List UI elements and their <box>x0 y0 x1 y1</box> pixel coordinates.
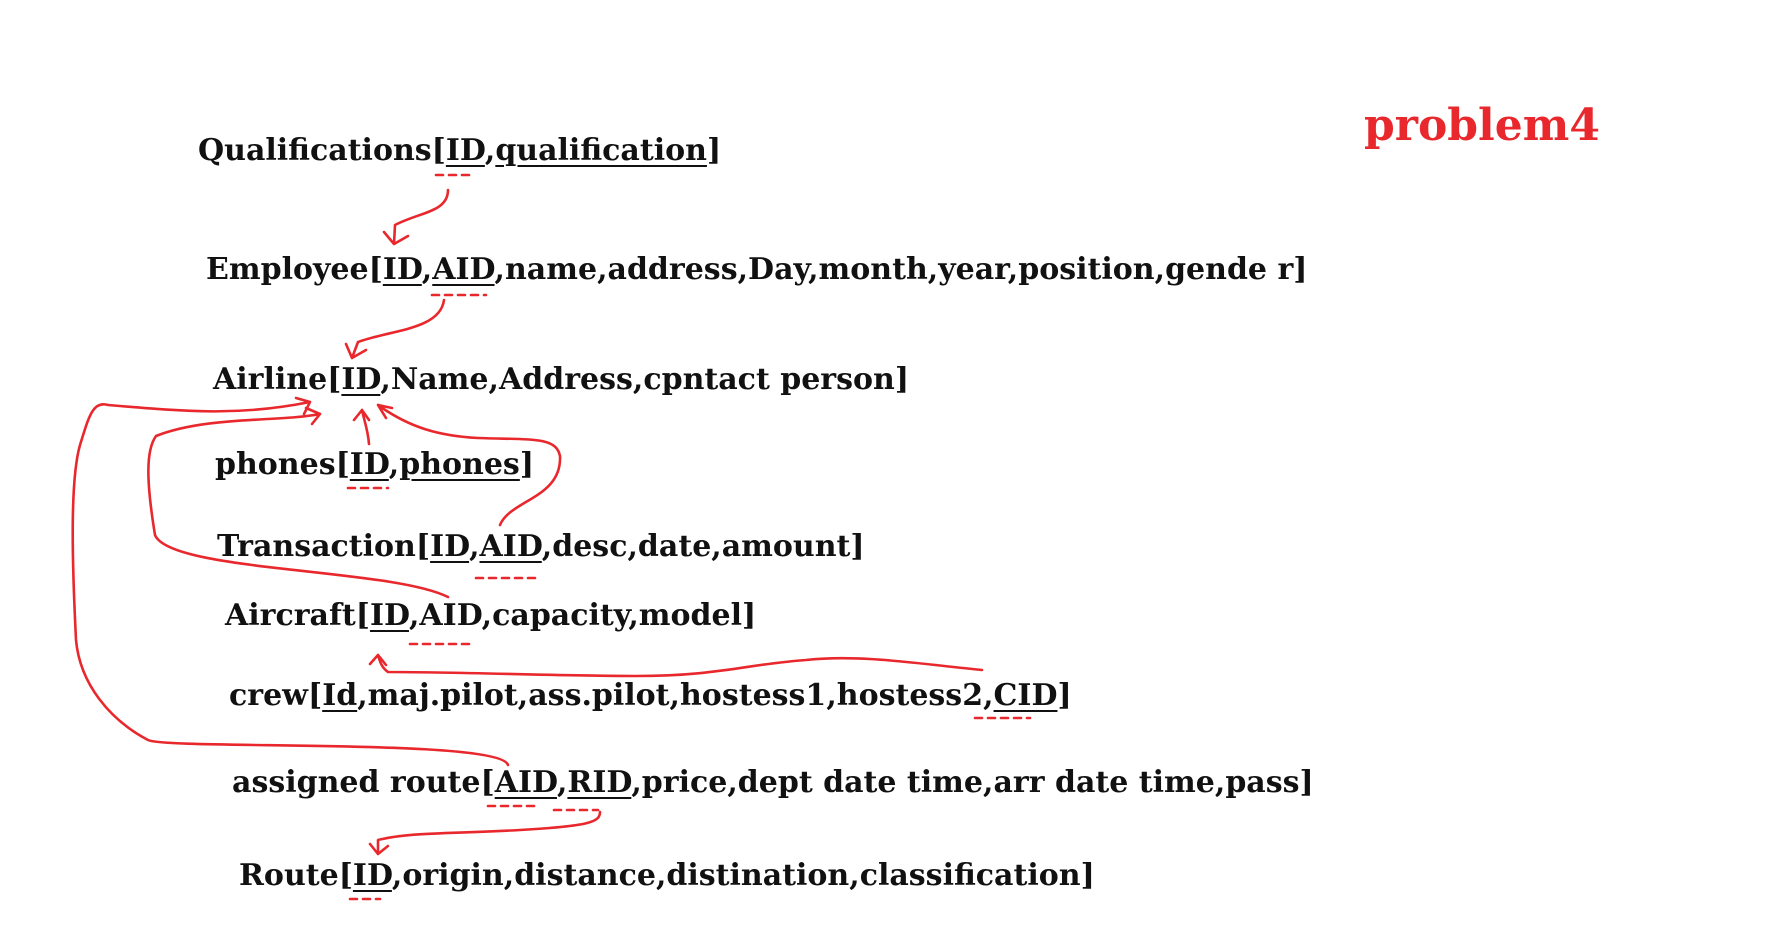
attribute-distination: distination <box>666 858 850 893</box>
attribute-name: Name <box>390 362 489 397</box>
attribute-aid: AID <box>479 529 542 564</box>
arrow-employee-airline <box>344 298 446 360</box>
attribute-id: ID <box>445 133 485 168</box>
attribute-dept-date-time: dept date time <box>737 765 984 800</box>
attribute-origin: origin <box>402 858 504 893</box>
attribute-id: ID <box>382 252 422 287</box>
relation-route: Route[ID,origin,distance,distination,cla… <box>239 858 1095 893</box>
relation-crew: crew[Id,maj.pilot,ass.pilot,hostess1,hos… <box>229 678 1072 713</box>
attribute-date: date <box>637 529 712 564</box>
relation-aircraft: Aircraft[ID,AID,capacity,model] <box>225 598 757 633</box>
arrow-qualifications-employee <box>382 188 450 246</box>
relation-name: assigned route <box>232 765 481 800</box>
attribute-qualification: qualification <box>495 133 707 168</box>
attribute-id: ID <box>341 362 381 397</box>
attribute-hostess1: hostess1 <box>680 678 827 713</box>
relation-name: Employee <box>206 252 369 287</box>
attribute-month: month <box>818 252 928 287</box>
relation-name: Transaction <box>217 529 416 564</box>
attribute-rid: RID <box>567 765 632 800</box>
attribute-cid: CID <box>993 678 1058 713</box>
attribute-arr-date-time: arr date time <box>993 765 1215 800</box>
attribute-aid: AID <box>494 765 557 800</box>
attribute-price: price <box>641 765 728 800</box>
relation-transaction: Transaction[ID,AID,desc,date,amount] <box>217 529 865 564</box>
relation-name: phones <box>215 447 336 482</box>
relation-name: Airline <box>213 362 328 397</box>
relation-name: Route <box>239 858 339 893</box>
attribute-model: model <box>638 598 742 633</box>
attribute-id: ID <box>352 858 392 893</box>
relation-name: Qualifications <box>198 133 432 168</box>
attribute-day: Day <box>748 252 809 287</box>
relation-employee: Employee[ID,AID,name,address,Day,month,y… <box>206 252 1308 287</box>
attribute-id: ID <box>430 529 470 564</box>
attribute-ass-pilot: ass.pilot <box>528 678 670 713</box>
attribute-pass: pass <box>1225 765 1300 800</box>
attribute-aid: AID <box>419 598 482 633</box>
attribute-id: ID <box>369 598 409 633</box>
attribute-address: address <box>607 252 738 287</box>
arrow-aircraft-airline <box>147 406 450 599</box>
attribute-maj-pilot: maj.pilot <box>367 678 518 713</box>
problem-title: problem4 <box>1364 100 1600 151</box>
arrow-phones-airline <box>352 408 371 446</box>
attribute-year: year <box>938 252 1008 287</box>
attribute-phones: phones <box>399 447 520 482</box>
attribute-position: position <box>1018 252 1155 287</box>
attribute-gende-r: gende r <box>1165 252 1294 287</box>
attribute-classification: classification <box>859 858 1081 893</box>
attribute-name: name <box>504 252 598 287</box>
attribute-desc: desc <box>552 529 628 564</box>
relation-phones: phones[ID,phones] <box>215 447 535 482</box>
relation-qualifications: Qualifications[ID,qualification] <box>198 133 722 168</box>
attribute-capacity: capacity <box>492 598 629 633</box>
attribute-amount: amount <box>721 529 851 564</box>
attribute-distance: distance <box>514 858 656 893</box>
arrow-assigned-route <box>368 810 602 856</box>
arrow-crew-aircraft <box>368 653 984 678</box>
attribute-hostess2: hostess2 <box>836 678 984 713</box>
attribute-id: Id <box>322 678 358 713</box>
relation-name: Aircraft <box>225 598 356 633</box>
attribute-cpntact-person: cpntact person <box>643 362 895 397</box>
relation-name: crew <box>229 678 308 713</box>
relation-airline: Airline[ID,Name,Address,cpntact person] <box>213 362 910 397</box>
relation-assigned-route: assigned route[AID,RID,price,dept date t… <box>232 765 1314 800</box>
attribute-aid: AID <box>432 252 495 287</box>
attribute-id: ID <box>349 447 389 482</box>
attribute-address: Address <box>498 362 633 397</box>
